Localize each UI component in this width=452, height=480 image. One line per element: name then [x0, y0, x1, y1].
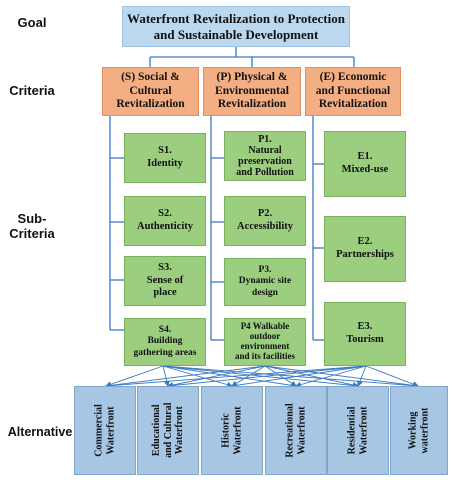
sub-criterion-p2: P2. Accessibility	[224, 196, 306, 246]
criterion-physical: (P) Physical & Environmental Revitalizat…	[203, 67, 301, 116]
sub-criterion-s3: S3. Sense of place	[124, 256, 206, 306]
alternative-commercial: Commercial Waterfront	[74, 386, 136, 475]
alternative-educational-cultural: Educational and Cultural Waterfront	[137, 386, 199, 475]
level-label-criteria: Criteria	[9, 83, 55, 98]
sub-criterion-p3: P3. Dynamic site design	[224, 258, 306, 306]
level-label-sub-criteria: Sub- Criteria	[9, 211, 55, 241]
sub-criterion-s1: S1. Identity	[124, 133, 206, 183]
alternative-historic: Historic Waterfront	[201, 386, 263, 475]
alternative-recreational: Recreational Waterfront	[265, 386, 327, 475]
sub-criterion-e3: E3. Tourism	[324, 302, 406, 366]
sub-criterion-s2: S2. Authenticity	[124, 196, 206, 246]
level-label-goal: Goal	[17, 15, 47, 30]
alternative-residential: Residential Waterfront	[327, 386, 389, 475]
criterion-social: (S) Social & Cultural Revitalization	[102, 67, 199, 116]
level-label-alternative: Alternative	[7, 425, 73, 439]
sub-criterion-e2: E2. Partnerships	[324, 216, 406, 282]
alternative-working: Working waterfront	[390, 386, 448, 475]
sub-criterion-s4: S4. Building gathering areas	[124, 318, 206, 366]
criterion-economic: (E) Economic and Functional Revitalizati…	[305, 67, 401, 116]
goal-box: Waterfront Revitalization to Protection …	[122, 6, 350, 47]
sub-criterion-e1: E1. Mixed-use	[324, 131, 406, 197]
sub-criterion-p4: P4 Walkable outdoor environment and its …	[224, 318, 306, 366]
sub-criterion-p1: P1. Natural preservation and Pollution	[224, 131, 306, 181]
